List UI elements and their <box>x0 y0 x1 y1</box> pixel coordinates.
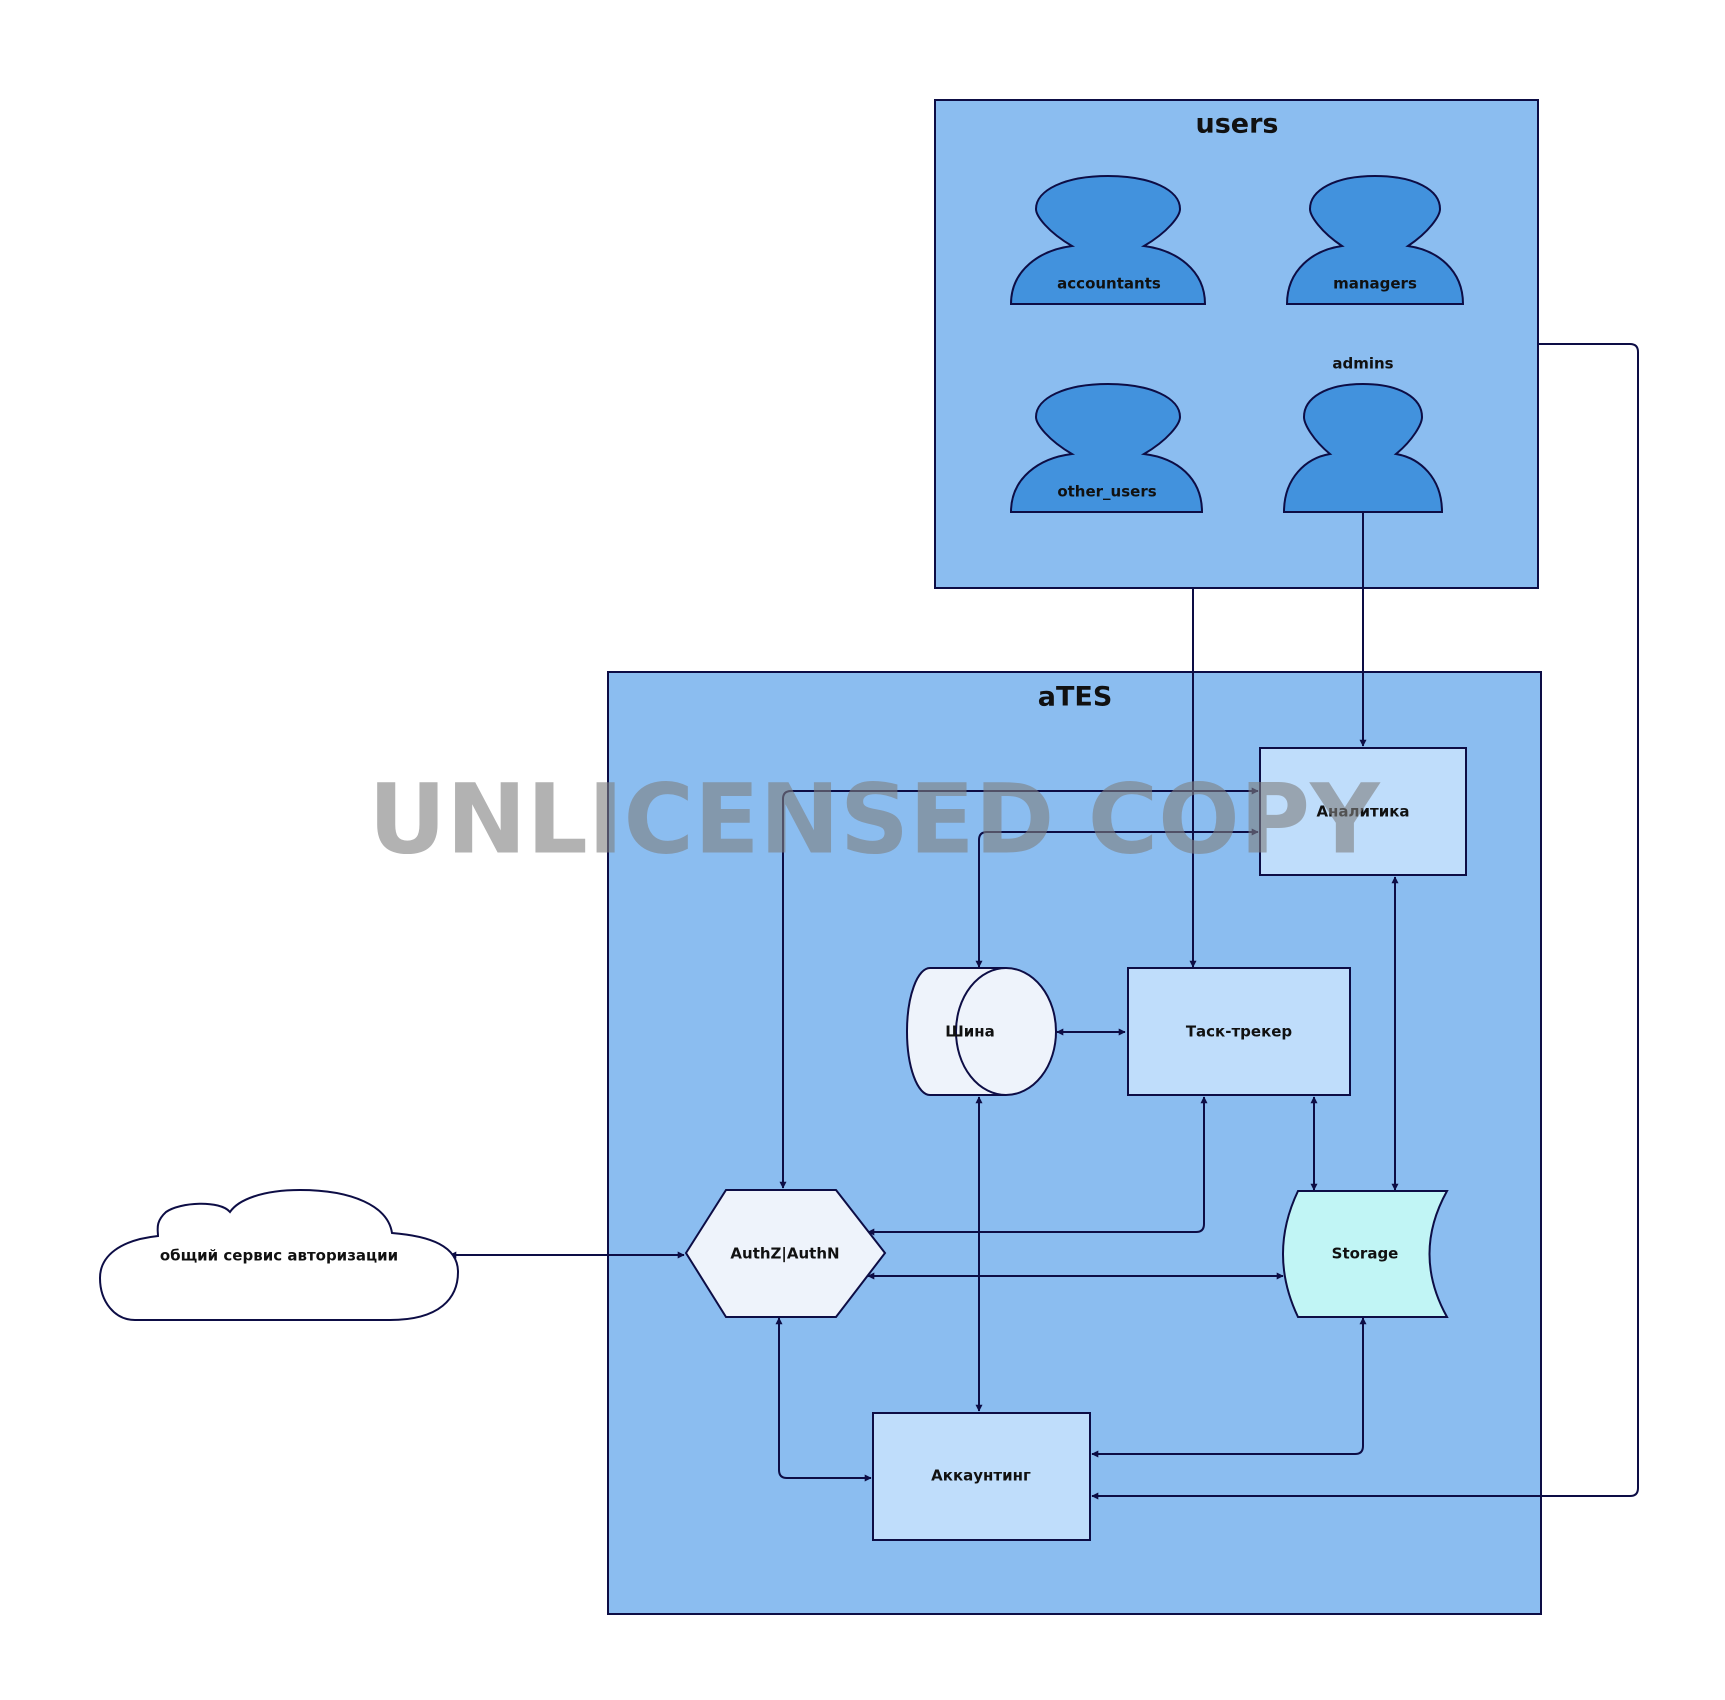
node-label: общий сервис авторизации <box>160 1247 398 1265</box>
actor-accountants[interactable]: accountants <box>1009 174 1207 305</box>
node-label: Аналитика <box>1316 803 1409 821</box>
node-label: Шина <box>945 1023 995 1041</box>
users-container[interactable]: users <box>934 99 1539 589</box>
edge-users-accounting <box>1091 343 1639 1500</box>
ates-title: aTES <box>1038 682 1113 713</box>
actor-label: admins <box>1332 355 1393 373</box>
node-label: Таск-трекер <box>1186 1023 1293 1041</box>
cloud-icon <box>98 1188 460 1321</box>
node-authz[interactable]: AuthZ|AuthN <box>684 1189 887 1318</box>
edge-authz-analytics <box>779 787 1259 1189</box>
actor-label: accountants <box>1057 275 1161 293</box>
node-label: Storage <box>1332 1245 1399 1263</box>
node-label: AuthZ|AuthN <box>730 1245 839 1264</box>
users-title: users <box>1196 109 1279 140</box>
person-icon <box>1282 382 1444 513</box>
node-analytics[interactable]: Аналитика <box>1259 747 1467 876</box>
node-auth-service[interactable]: общий сервис авторизации <box>98 1188 460 1321</box>
node-bus[interactable]: Шина <box>906 967 1057 1096</box>
edge-bus-analytics <box>975 828 1259 968</box>
actor-managers[interactable]: managers <box>1285 174 1465 305</box>
actor-admins[interactable]: admins <box>1282 355 1444 513</box>
node-accounting[interactable]: Аккаунтинг <box>872 1412 1091 1541</box>
edge-task-tracker-authz <box>867 1096 1208 1236</box>
node-label: Аккаунтинг <box>931 1467 1031 1485</box>
watermark: UNLICENSED COPY <box>368 763 1381 875</box>
person-icon <box>1285 174 1465 305</box>
edge-authz-accounting <box>775 1317 872 1482</box>
node-storage[interactable]: Storage <box>1282 1190 1449 1318</box>
person-icon <box>1009 382 1204 513</box>
person-icon <box>1009 174 1207 305</box>
edges <box>449 343 1639 1500</box>
actor-label: managers <box>1333 275 1417 293</box>
actor-label: other_users <box>1057 483 1156 501</box>
edge-storage-accounting <box>1091 1317 1367 1458</box>
actor-other-users[interactable]: other_users <box>1009 382 1204 513</box>
node-task-tracker[interactable]: Таск-трекер <box>1127 967 1351 1096</box>
